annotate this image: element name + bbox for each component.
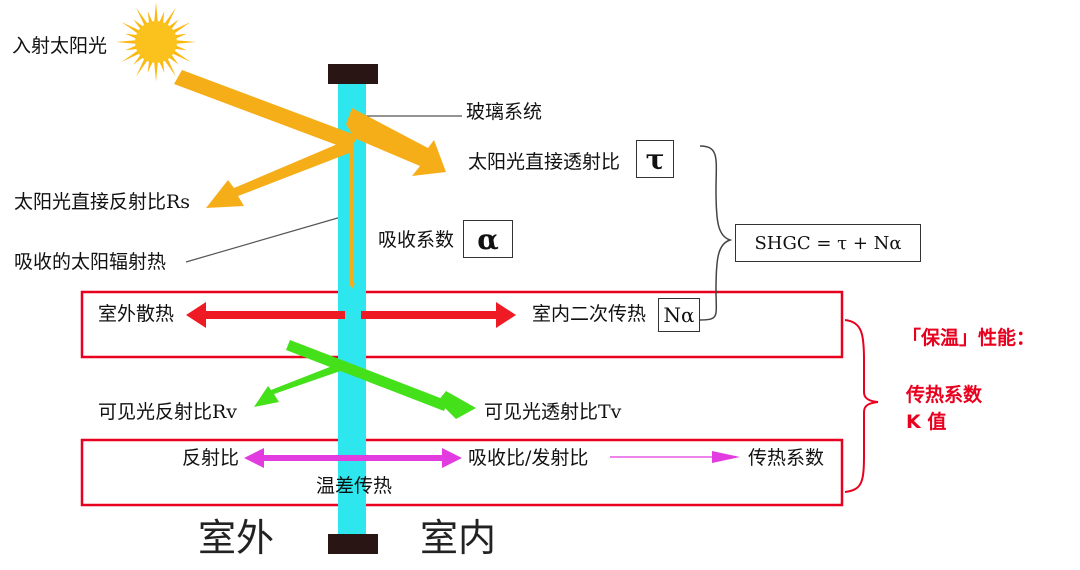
heat-transfer-frame [80, 438, 844, 507]
absorptance-emittance-label: 吸收比/发射比 [468, 447, 589, 469]
sun-ray [125, 33, 138, 39]
insulation-line2: K 值 [906, 411, 947, 433]
reflectance-arrowhead-right [442, 448, 462, 468]
visible-transmitted-arrow [438, 391, 476, 419]
sun-ray [174, 45, 187, 51]
visible-transmittance-label: 可见光透射比Tv [484, 401, 622, 423]
absorbed-solar-heat-label: 吸收的太阳辐射热 [14, 251, 167, 273]
n-alpha-symbol: Nα [663, 303, 695, 327]
sun-ray [168, 54, 179, 65]
sun-ray [133, 54, 144, 65]
shgc-formula-box: SHGC = τ + Nα [735, 224, 921, 262]
heat-dissipation-frame [80, 290, 844, 359]
sun-ray [164, 58, 176, 77]
sun-ray [172, 22, 191, 34]
n-alpha-box: Nα [658, 298, 700, 332]
sun-ray [116, 40, 137, 44]
sun-ray [154, 2, 158, 23]
sun-ray [164, 7, 176, 26]
outdoor-label: 室外 [198, 516, 275, 560]
reflectance-label: 反射比 [182, 447, 240, 469]
visible-reflectance-label: 可见光反射比Rv [98, 401, 238, 423]
tau-symbol: τ [645, 142, 665, 176]
sun-ray [147, 60, 153, 73]
visible-reflected-arrow [254, 361, 349, 407]
sun-ray [125, 45, 138, 51]
sun-ray [136, 7, 148, 26]
glass-system-label: 玻璃系统 [466, 101, 543, 123]
sun-ray [154, 61, 158, 82]
outdoor-heat-dissipation-label: 室外散热 [98, 303, 175, 325]
sun-ray [121, 22, 140, 34]
alpha-box: α [463, 220, 513, 258]
direct-reflectance-label: 太阳光直接反射比Rs [14, 191, 191, 213]
indoor-heat-arrow [361, 302, 516, 328]
visible-incident-arrow [286, 340, 448, 411]
sun-icon [116, 2, 196, 82]
shgc-brace [699, 145, 733, 321]
tau-box: τ [636, 140, 674, 178]
reflectance-arrowhead-left [244, 448, 264, 468]
sun-ray [174, 33, 187, 39]
shgc-formula: SHGC = τ + Nα [754, 232, 902, 254]
indoor-secondary-heat-label: 室内二次传热 [532, 303, 647, 325]
insulation-line1: 传热系数 [906, 384, 983, 406]
absorbed-heat-leader [185, 214, 349, 263]
sun-ray [136, 58, 148, 77]
temperature-difference-label: 温差传热 [316, 475, 393, 497]
insulation-title: 「保温」性能： [902, 327, 1036, 349]
outdoor-heat-arrow [186, 302, 345, 328]
sun-ray [175, 40, 196, 44]
sun-ray [159, 11, 165, 24]
alpha-symbol: α [477, 222, 499, 256]
sun-ray [159, 60, 165, 73]
sun-ray [147, 11, 153, 24]
incident-sunlight-label: 入射太阳光 [12, 35, 108, 57]
insulation-brace [844, 319, 879, 493]
incident-solar-arrow [174, 70, 358, 150]
absorption-coefficient-label: 吸收系数 [378, 229, 455, 251]
glass-cap-top [328, 64, 378, 84]
sun-ray [121, 50, 140, 62]
transmitted-solar-arrow [346, 108, 446, 176]
reflected-solar-arrow [206, 140, 352, 208]
sun-ray [168, 19, 179, 30]
indoor-label: 室内 [420, 516, 497, 560]
heat-transfer-coefficient-label: 传热系数 [748, 447, 825, 469]
glass-cap-bottom [328, 534, 378, 554]
to-heat-transfer-arrowhead [712, 451, 740, 463]
sun-ray [172, 50, 191, 62]
direct-transmittance-label: 太阳光直接透射比 [468, 151, 621, 173]
sun-ray [133, 19, 144, 30]
